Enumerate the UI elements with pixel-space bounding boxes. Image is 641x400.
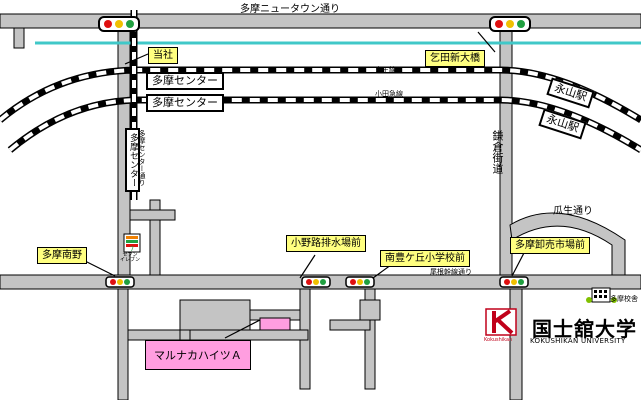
block-2: [359, 299, 381, 321]
signal-tama-minamino: [105, 276, 135, 288]
rail-label-odakyu: 小田急線: [375, 90, 403, 98]
svg-text:7: 7: [130, 246, 134, 253]
road-lower-horizontal: [127, 329, 309, 341]
signal-tama-oroshi: [499, 276, 529, 288]
road-label-uryu: 瓜生通り: [553, 206, 593, 217]
university-emblem-icon: [485, 308, 517, 336]
university-name-jp: 国士舘大学: [532, 317, 637, 341]
road-small-3: [329, 319, 371, 331]
callout-toosha: 当社: [148, 47, 178, 64]
signal-top-right: [489, 16, 531, 32]
road-center-vertical: [149, 199, 161, 276]
station-tama-center-odakyu: 多摩センター: [146, 94, 224, 113]
road-block: [129, 209, 176, 221]
signal-onoji: [301, 276, 331, 288]
road-tama-newtown: [0, 13, 641, 29]
rail-odakyu: [7, 96, 641, 153]
road-uryu: [509, 212, 626, 276]
callout-tama-minamino: 多摩南野: [37, 247, 87, 264]
campus-building-icon: [586, 287, 617, 303]
callout-kotta: 乞田新大橋: [425, 50, 485, 67]
road-top-left: [13, 27, 25, 49]
seven-eleven-icon: 7: [123, 233, 141, 253]
signal-top-left: [98, 16, 140, 32]
destination-maruna-heights: マルナカハイツＡ: [145, 340, 251, 370]
block-1: [179, 299, 251, 331]
road-label-tama-newtown: 多摩ニュータウン通り: [240, 4, 340, 15]
road-label-kamakura: 鎌倉街道: [491, 130, 504, 174]
signal-minami-hoshigaoka: [345, 276, 375, 288]
callout-minami-hoshigaoka: 南豊ケ丘小学校前: [380, 250, 470, 267]
road-left-lower: [117, 288, 129, 400]
road-minami: [364, 288, 376, 390]
place-seven-eleven: セブン イレブン: [120, 252, 141, 263]
callout-onoji: 小野路排水場前: [286, 235, 366, 252]
university-name-en: KOKUSHIKAN UNIVERSITY: [530, 337, 626, 345]
university-logo-text: Kokushikan: [484, 337, 513, 343]
station-tama-center-keio: 多摩センター: [146, 72, 224, 91]
university-logo: 国士舘大学 KOKUSHIKAN UNIVERSITY Kokushikan: [482, 305, 638, 350]
station-tama-center-monorail: 多摩センター: [125, 128, 140, 192]
place-campus: 多摩校舎: [610, 295, 638, 303]
maruna-building: [259, 317, 291, 331]
rail-label-keio: 京王線: [375, 66, 396, 74]
road-label-tama-center: 多摩センター通り: [138, 130, 146, 186]
road-label-aikawa: 尾根幹線通り: [430, 268, 472, 276]
callout-tama-oroshi: 多摩卸売市場前: [510, 237, 590, 254]
